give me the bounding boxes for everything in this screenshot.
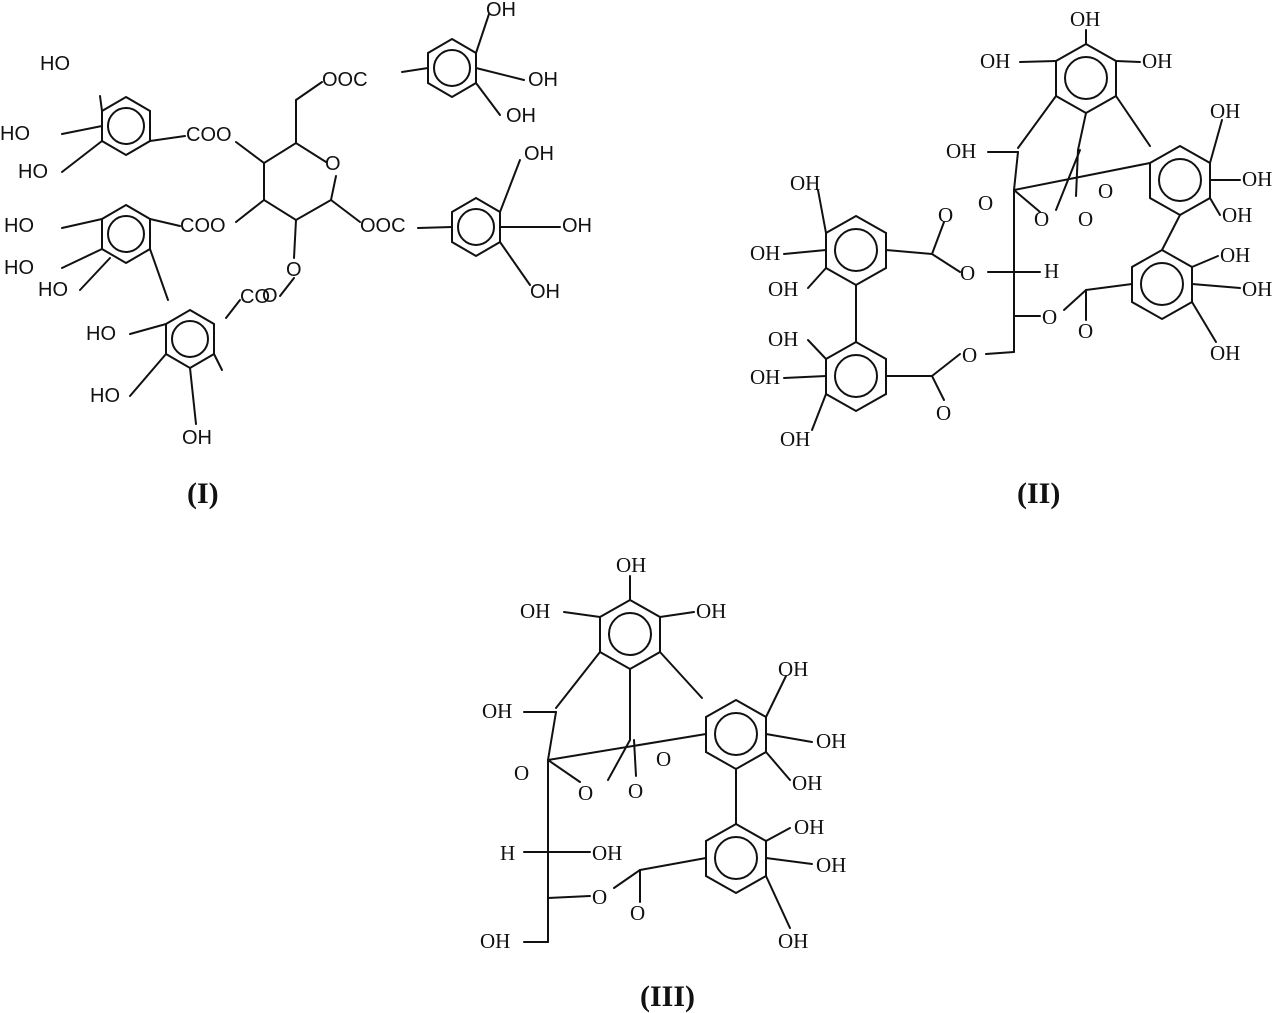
s2-label-25: O (962, 343, 977, 367)
s3-label-18: OH (778, 929, 808, 953)
ring-2d (825, 340, 887, 413)
s1-label-17: O (286, 259, 302, 281)
s2-label-9: O (1078, 207, 1093, 231)
s1-label-14: HO (4, 215, 34, 237)
s2-label-21: O (1078, 319, 1093, 343)
s3-label-9: O (656, 747, 671, 771)
ring-3c (705, 822, 767, 895)
s3-label-1: OH (520, 599, 550, 623)
s2-label-8: O (1034, 207, 1049, 231)
s3-label-5: OH (792, 771, 822, 795)
s3-label-2: OH (696, 599, 726, 623)
s2-label-13: OH (768, 277, 798, 301)
ring-1b (427, 37, 477, 99)
ring-1a (101, 95, 151, 157)
ring-2c (825, 214, 887, 287)
s2-label-4: OH (1242, 167, 1272, 191)
s2-label-17: O (938, 203, 953, 227)
s2-label-7: O (978, 191, 993, 215)
s2-label-1: OH (980, 49, 1010, 73)
s1-label-3: COO (186, 124, 232, 146)
s2-label-15: OH (750, 365, 780, 389)
s1-label-20: HO (86, 323, 116, 345)
s3-label-10: OH (482, 699, 512, 723)
s2-label-3: OH (1210, 99, 1240, 123)
s2-label-5: OH (1222, 203, 1252, 227)
s1-label-9: COO (180, 215, 226, 237)
s3-label-14: OH (592, 841, 622, 865)
s1-label-12: OH (562, 215, 592, 237)
caption-1: (I) (187, 477, 219, 510)
s2-label-6: OH (946, 139, 976, 163)
s3-label-8: O (628, 779, 643, 803)
s1-label-19: O (262, 285, 278, 307)
s1-label-8: O (325, 153, 341, 175)
s2-label-14: OH (768, 327, 798, 351)
s3-label-17: OH (480, 929, 510, 953)
ring-2e (1131, 248, 1193, 321)
ring-2b (1149, 144, 1211, 217)
s1-label-18: CO (240, 286, 270, 308)
caption-3: (III) (640, 980, 695, 1013)
s1-label-21: HO (90, 385, 120, 407)
s2-label-10: O (1098, 179, 1113, 203)
s2-label-12: OH (750, 241, 780, 265)
s1-label-13: OH (530, 281, 560, 303)
s1-label-5: OH (486, 0, 516, 21)
s1-label-22: OH (182, 427, 212, 449)
s1-label-2: HO (18, 161, 48, 183)
s1-label-11: OH (524, 143, 554, 165)
caption-2: (II) (1017, 477, 1060, 510)
s3-label-16: O (630, 901, 645, 925)
ring-1e (165, 308, 215, 370)
s2-label-26: O (936, 401, 951, 425)
s1-label-16: HO (38, 279, 68, 301)
s2-label-24: OH (1210, 341, 1240, 365)
s2-label-16: OH (780, 427, 810, 451)
s1-label-4: OOC (322, 69, 368, 91)
s3-label-15: O (592, 885, 607, 909)
s1-label-0: HO (40, 53, 70, 75)
s2-label-2: OH (1142, 49, 1172, 73)
s2-label-0: OH (1070, 7, 1100, 31)
s1-label-6: OH (528, 69, 558, 91)
structure-3: OH OH OH OH OH OH O O O O OH (480, 553, 846, 1013)
s2-label-20: O (1042, 305, 1057, 329)
ring-2a (1055, 42, 1117, 115)
s3-label-13: H (500, 841, 515, 865)
s3-label-6: O (514, 761, 529, 785)
ring-1d (101, 203, 151, 265)
s2-label-22: OH (1220, 243, 1250, 267)
ring-3a (599, 598, 661, 671)
ring-1c (451, 196, 501, 258)
s3-label-3: OH (778, 657, 808, 681)
s1-label-15: HO (4, 257, 34, 279)
s1-label-7: OH (506, 105, 536, 127)
s2-label-19: H (1044, 259, 1059, 283)
structure-1: HO HO HO COO OOC OH OH OH O (0, 0, 592, 510)
s3-label-4: OH (816, 729, 846, 753)
structure-2: OH OH OH OH OH OH OH O O O O (750, 7, 1272, 510)
s2-label-11: OH (790, 171, 820, 195)
s2-label-23: OH (1242, 277, 1272, 301)
s3-label-0: OH (616, 553, 646, 577)
s2-label-18: O (960, 261, 975, 285)
s1-label-10: OOC (360, 215, 406, 237)
s3-label-12: OH (816, 853, 846, 877)
ring-3b (705, 698, 767, 771)
s3-label-11: OH (794, 815, 824, 839)
s3-label-7: O (578, 781, 593, 805)
s1-label-1: HO (0, 123, 30, 145)
